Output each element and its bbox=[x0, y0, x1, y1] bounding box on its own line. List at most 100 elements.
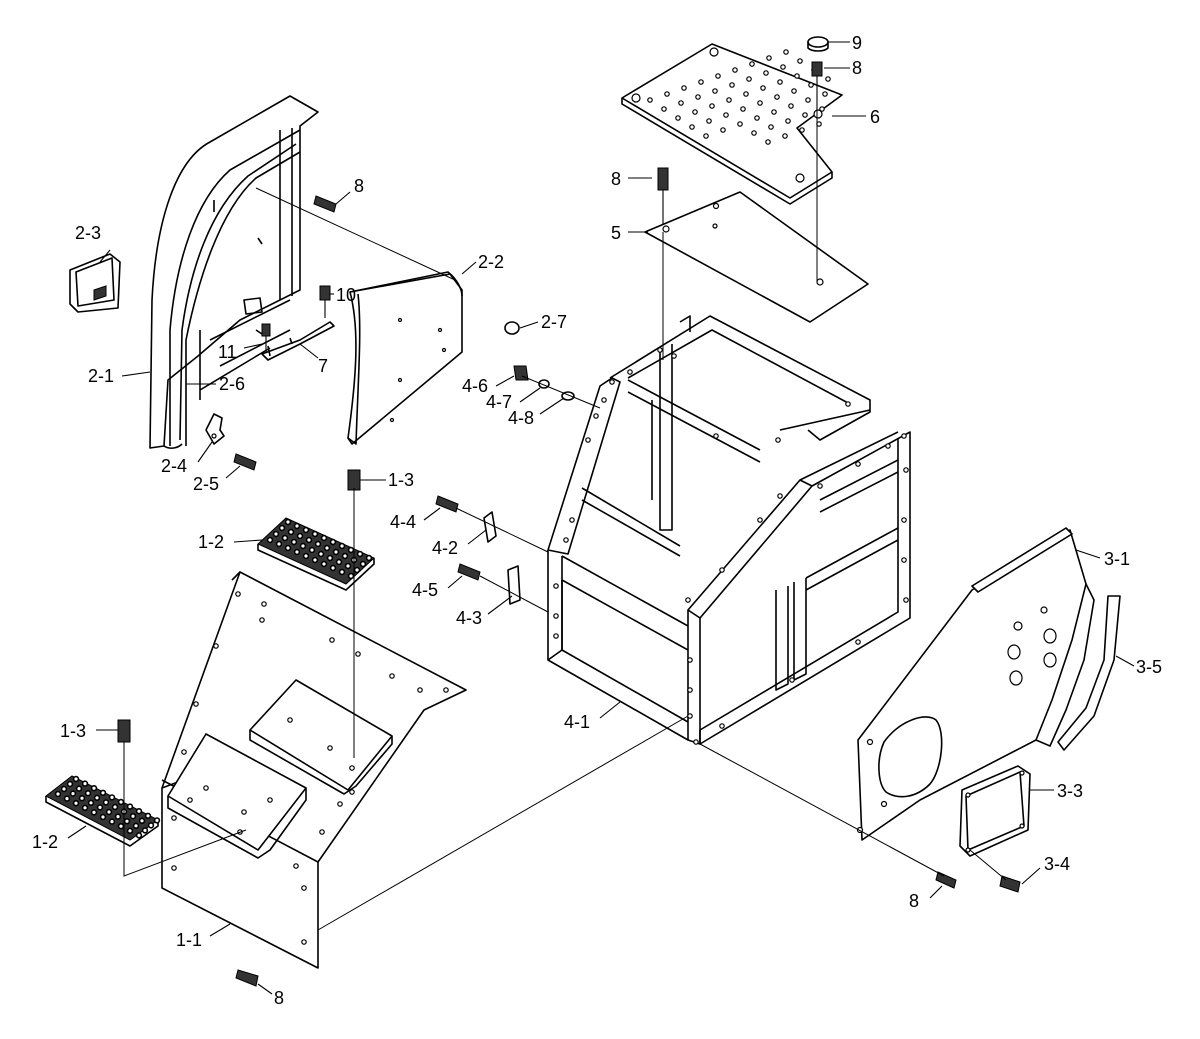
cover-plate bbox=[959, 765, 1031, 857]
hole bbox=[593, 413, 599, 419]
hole bbox=[293, 548, 301, 556]
callout-1-1: 1-1 bbox=[176, 930, 202, 950]
hole bbox=[329, 564, 337, 572]
hole bbox=[797, 58, 803, 64]
callout-2-3: 2-3 bbox=[75, 223, 101, 243]
hole bbox=[675, 115, 681, 121]
hole bbox=[305, 536, 313, 544]
hole bbox=[102, 799, 110, 806]
hole bbox=[193, 701, 199, 707]
hole bbox=[344, 562, 352, 570]
hole bbox=[261, 601, 267, 607]
hole bbox=[135, 807, 143, 815]
hole bbox=[349, 789, 355, 795]
hole bbox=[709, 103, 715, 109]
hole bbox=[141, 827, 149, 834]
side-panel bbox=[856, 527, 1095, 841]
hole bbox=[341, 552, 349, 560]
hole bbox=[355, 651, 361, 657]
hole bbox=[791, 88, 797, 94]
step-base bbox=[161, 571, 467, 969]
callout-3-1: 3-1 bbox=[1104, 549, 1130, 569]
hole bbox=[105, 808, 113, 816]
hole bbox=[129, 812, 137, 820]
callout-6: 6 bbox=[870, 107, 880, 127]
leader-lines bbox=[67, 41, 1135, 995]
main-frame bbox=[547, 315, 911, 745]
hole bbox=[585, 437, 591, 443]
callout-1-3-left: 1-3 bbox=[60, 721, 86, 741]
hole bbox=[311, 556, 319, 564]
hole bbox=[775, 437, 781, 443]
hole bbox=[763, 70, 769, 76]
callout-3-4: 3-4 bbox=[1044, 854, 1070, 874]
hole bbox=[181, 749, 187, 755]
hole bbox=[99, 813, 107, 821]
hole bbox=[108, 818, 116, 825]
hole bbox=[301, 939, 307, 945]
hole bbox=[780, 64, 786, 70]
hole bbox=[90, 809, 98, 816]
hole bbox=[703, 133, 709, 139]
hole bbox=[287, 717, 293, 723]
hole bbox=[90, 784, 98, 792]
hole bbox=[60, 785, 68, 793]
lever-arm bbox=[261, 321, 335, 361]
hole bbox=[749, 61, 755, 67]
hole bbox=[757, 517, 763, 523]
hole bbox=[81, 780, 89, 787]
hole bbox=[685, 597, 691, 603]
hole bbox=[72, 775, 80, 783]
hole bbox=[147, 822, 155, 829]
hole bbox=[569, 517, 575, 523]
hole bbox=[235, 591, 241, 597]
hole bbox=[729, 82, 735, 88]
hole bbox=[740, 106, 746, 112]
hole bbox=[715, 73, 721, 79]
hole bbox=[765, 139, 771, 145]
hole bbox=[353, 566, 361, 574]
switch-box bbox=[69, 253, 121, 313]
callout-3-3: 3-3 bbox=[1057, 781, 1083, 801]
hole bbox=[553, 583, 559, 589]
hole bbox=[123, 817, 131, 825]
hole bbox=[335, 558, 343, 566]
perforated-plate bbox=[621, 43, 843, 205]
callout-2-4: 2-4 bbox=[161, 456, 187, 476]
hole bbox=[308, 546, 316, 554]
hole bbox=[417, 687, 423, 693]
hole bbox=[349, 765, 355, 771]
hole bbox=[777, 493, 783, 499]
hole bbox=[314, 540, 322, 548]
hole bbox=[845, 401, 851, 407]
hole bbox=[788, 103, 794, 109]
hole bbox=[329, 637, 335, 643]
hole bbox=[135, 832, 143, 839]
hole bbox=[117, 798, 125, 806]
hole bbox=[712, 88, 718, 94]
hole bbox=[356, 550, 364, 558]
hole bbox=[87, 799, 95, 806]
hole bbox=[664, 91, 670, 97]
hole bbox=[275, 540, 283, 548]
hole bbox=[693, 739, 699, 745]
hole bbox=[326, 554, 334, 562]
hole bbox=[359, 560, 367, 568]
hole bbox=[301, 885, 307, 891]
hole bbox=[698, 79, 704, 85]
hole bbox=[320, 560, 328, 568]
hole bbox=[553, 633, 559, 639]
fasteners bbox=[117, 36, 1021, 987]
tread-plate-top bbox=[257, 517, 375, 591]
callout-1-2-left: 1-2 bbox=[32, 832, 58, 852]
callout-2-1: 2-1 bbox=[88, 366, 114, 386]
hole bbox=[99, 789, 107, 796]
hole bbox=[799, 127, 805, 133]
hole bbox=[794, 73, 800, 79]
hole bbox=[443, 687, 449, 693]
hole bbox=[689, 124, 695, 130]
hole bbox=[813, 109, 823, 119]
hole bbox=[203, 785, 209, 791]
hole bbox=[272, 530, 280, 538]
